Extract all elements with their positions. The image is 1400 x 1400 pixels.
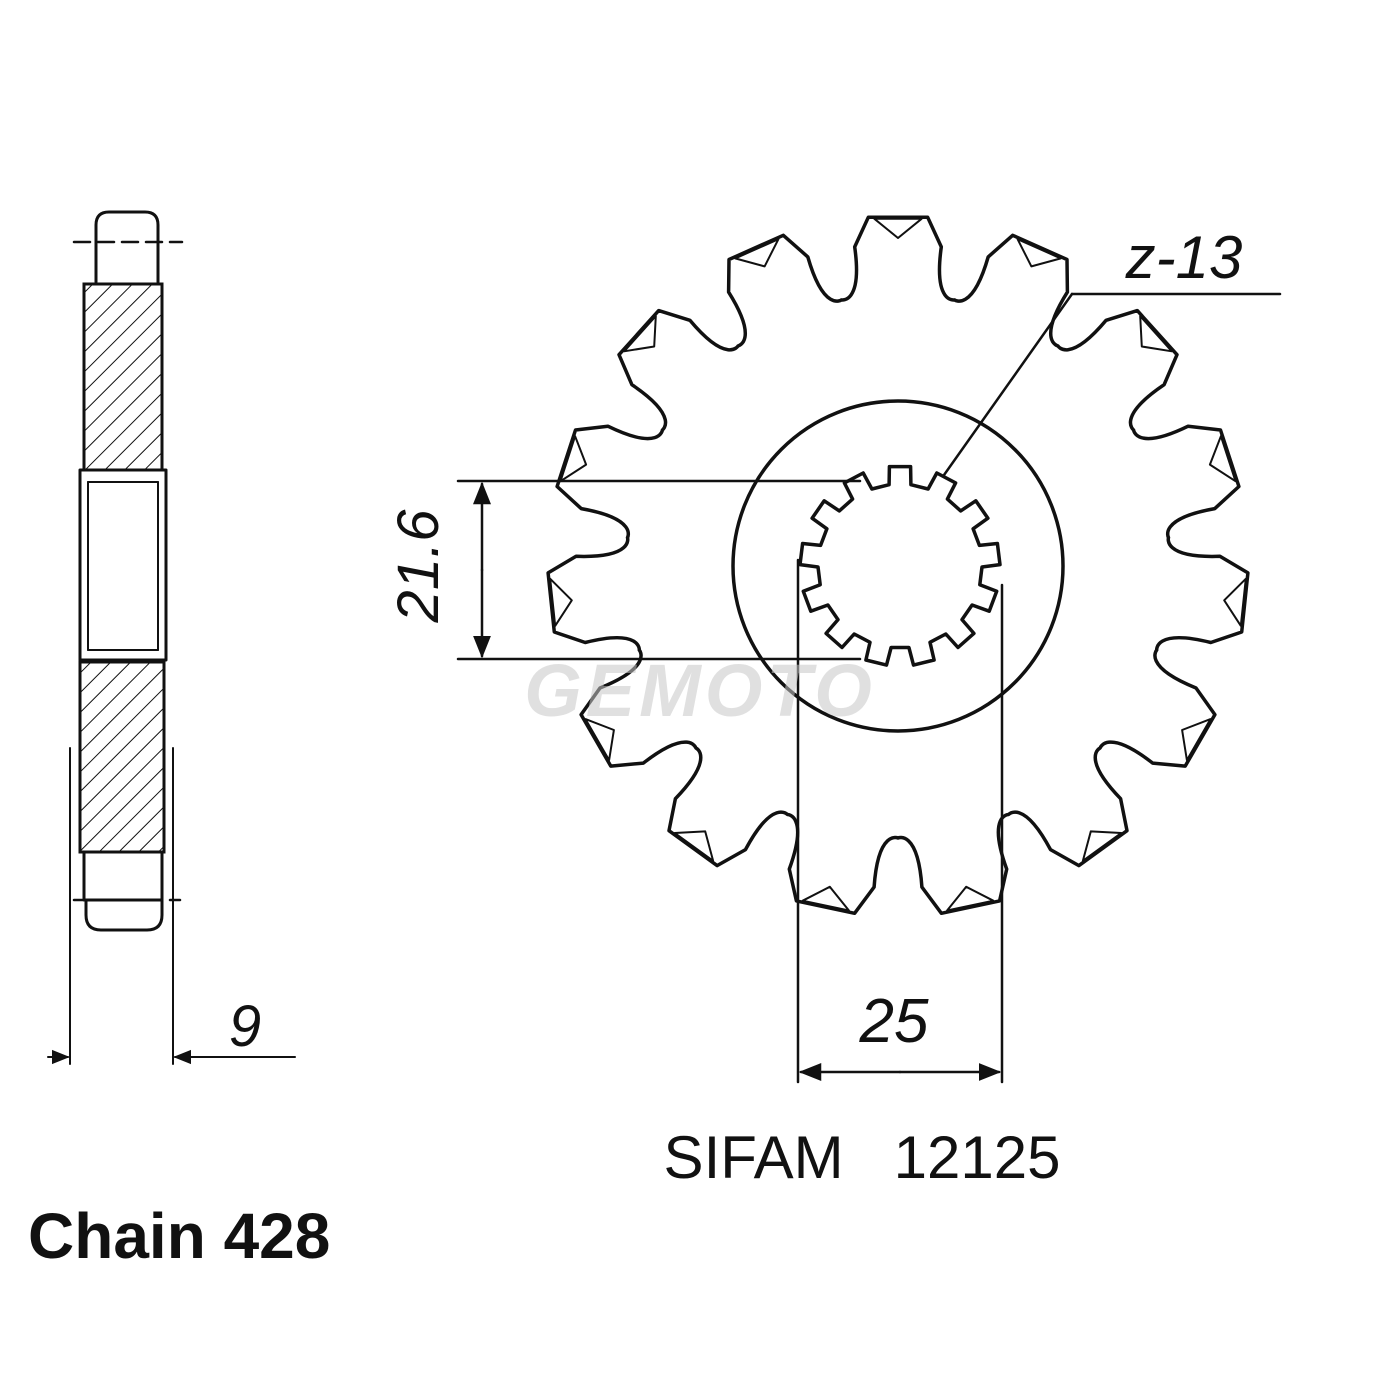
spline-outer-diameter-label: 25 xyxy=(859,987,929,1056)
tooth-tip-mark xyxy=(673,830,715,862)
lower-section-hatch xyxy=(78,660,166,854)
tooth-tip-mark xyxy=(623,315,657,353)
spline-root-diameter-label: 21.6 xyxy=(386,509,451,624)
tooth-tip-mark xyxy=(1181,718,1212,762)
thickness-label: 9 xyxy=(229,994,261,1059)
tooth-tip-mark xyxy=(873,217,923,239)
side-view: 9 xyxy=(47,210,296,1065)
tooth-tips xyxy=(549,217,1247,912)
tooth-tip-mark xyxy=(584,718,615,762)
tooth-tip-mark xyxy=(946,885,995,912)
part-number: SIFAM 12125 xyxy=(664,1124,1061,1191)
tooth-count-label: z-13 xyxy=(1125,224,1243,291)
chain-size: Chain 428 xyxy=(28,1200,330,1272)
tooth-tip-mark xyxy=(1016,238,1062,268)
tooth-tip-mark xyxy=(1208,435,1237,483)
tooth-tip-mark xyxy=(801,885,850,912)
tooth-tip-mark xyxy=(1139,315,1173,353)
tooth-tip-mark xyxy=(1081,830,1123,862)
tooth-tip-mark xyxy=(734,238,780,268)
spline-bore xyxy=(798,464,1002,667)
front-view: 21.6 25 z-13 xyxy=(386,215,1282,1084)
upper-section-hatch xyxy=(82,282,164,472)
tooth-tip-mark xyxy=(559,435,588,483)
tooth-tip-mark xyxy=(1223,577,1247,627)
hub-circle xyxy=(731,399,1065,733)
tooth-tip-mark xyxy=(549,577,573,627)
watermark: GEMOTO xyxy=(524,649,876,732)
sprocket-outline xyxy=(546,215,1250,916)
